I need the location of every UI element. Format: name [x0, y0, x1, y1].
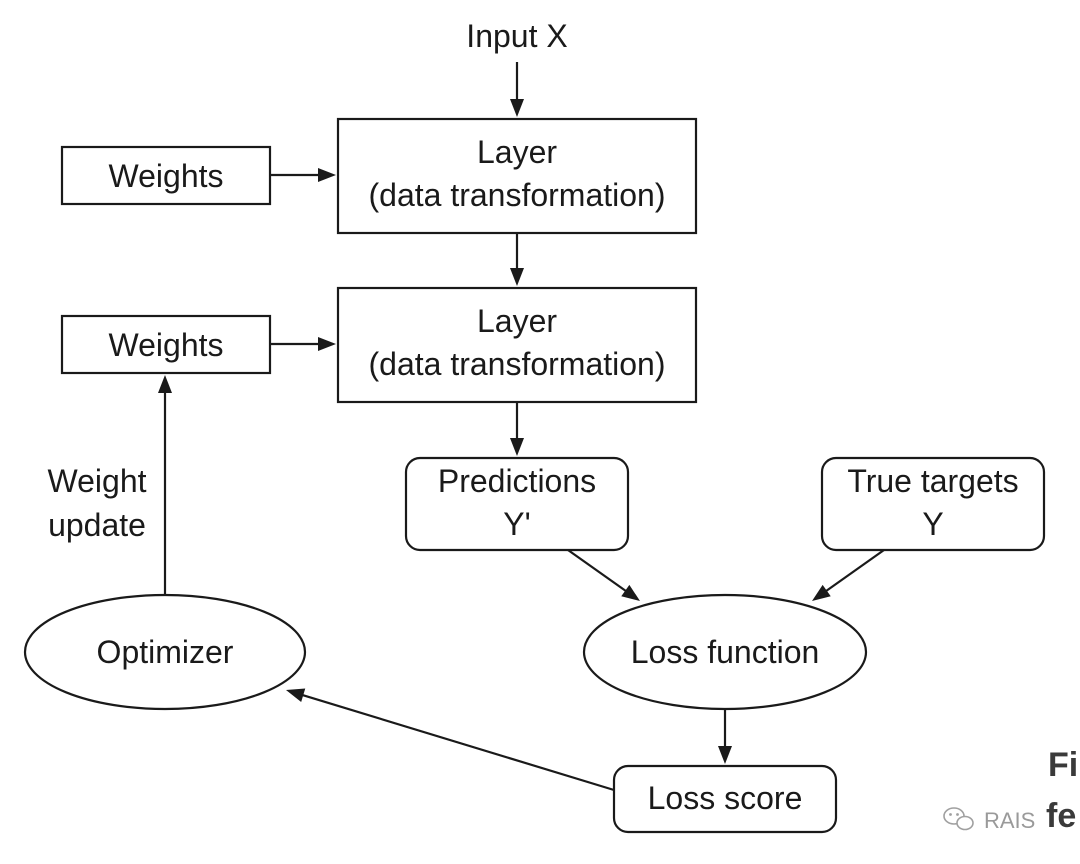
- optimizer-label: Optimizer: [97, 634, 234, 670]
- arrow-true-targets-to-loss-function: [812, 549, 885, 601]
- arrow-loss-function-to-loss-score: [718, 709, 732, 764]
- loss-function-label: Loss function: [631, 634, 820, 670]
- weights-1-node: Weights: [60, 145, 272, 206]
- layer-2-node: Layer (data transformation): [336, 286, 698, 404]
- weights-2-node: Weights: [60, 314, 272, 375]
- true-targets-symbol: Y: [922, 506, 943, 542]
- arrow-weights-2-to-layer-2: [270, 337, 336, 351]
- layer-1-subtitle: (data transformation): [368, 177, 665, 213]
- arrow-predictions-to-loss-function: [567, 549, 640, 601]
- optimizer-node: Optimizer: [23, 593, 307, 711]
- predictions-symbol: Y': [503, 506, 530, 542]
- arrow-input-to-layer-1: [510, 62, 524, 117]
- arrow-weights-1-to-layer-1: [270, 168, 336, 182]
- true-targets-title: True targets: [847, 463, 1018, 499]
- weights-1-label: Weights: [108, 158, 223, 194]
- layer-1-node: Layer (data transformation): [336, 117, 698, 235]
- cut-off-caption-bottom: fe: [1046, 797, 1076, 835]
- predictions-title: Predictions: [438, 463, 596, 499]
- input-label: Input X: [466, 18, 567, 54]
- diagram-edges: [158, 62, 885, 792]
- loss-score-label: Loss score: [648, 780, 803, 816]
- arrow-layer-2-to-predictions: [510, 402, 524, 456]
- layer-2-title: Layer: [477, 303, 557, 339]
- cut-off-caption-top: Fi: [1048, 746, 1078, 784]
- loss-function-node: Loss function: [582, 593, 868, 711]
- wechat-icon: [943, 807, 974, 831]
- watermark-text: RAIS: [984, 808, 1035, 833]
- arrow-loss-score-to-optimizer: [286, 688, 615, 792]
- layer-2-subtitle: (data transformation): [368, 346, 665, 382]
- loss-score-node: Loss score: [612, 764, 838, 834]
- weights-2-label: Weights: [108, 327, 223, 363]
- watermark: RAIS: [943, 807, 1035, 833]
- weight-update-label-line1: Weight: [47, 463, 146, 499]
- arrow-optimizer-to-weights-2: [158, 375, 172, 595]
- layer-1-title: Layer: [477, 134, 557, 170]
- arrow-layer-1-to-layer-2: [510, 233, 524, 286]
- predictions-node: Predictions Y': [404, 456, 630, 552]
- true-targets-node: True targets Y: [820, 456, 1046, 552]
- weight-update-label-line2: update: [48, 507, 146, 543]
